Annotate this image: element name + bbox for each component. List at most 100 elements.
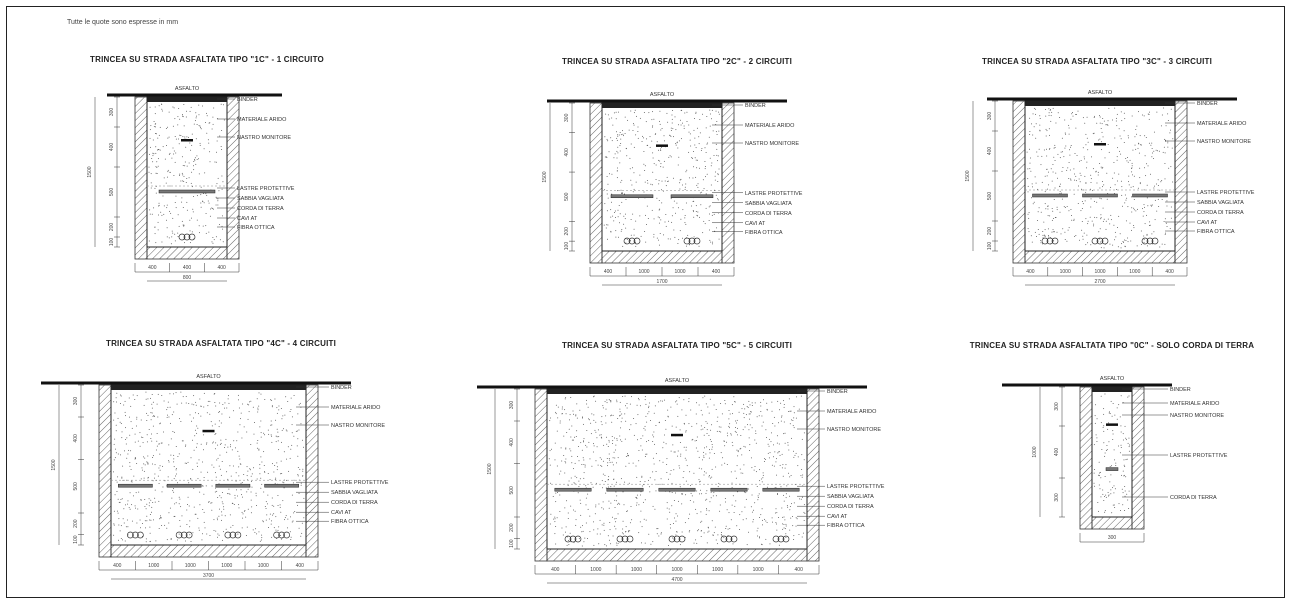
layer-label: MATERIALE ARIDO [745,123,795,129]
cable-circle [1101,237,1109,245]
total-width-label: 2700 [1094,279,1105,285]
layer-label: CAVI AT [331,510,352,516]
layer-label: LASTRE PROTETTIVE [237,186,295,192]
side-dim-label: 300 [509,401,515,410]
binder-layer [1025,101,1175,106]
total-depth-label: 1500 [542,171,548,182]
layer-label: NASTRO MONITORE [1197,139,1251,145]
protective-slab [762,487,800,492]
side-dim-label: 400 [73,434,79,443]
asphalt-label: ASFALTO [1100,376,1125,382]
layer-label: NASTRO MONITORE [745,141,799,147]
side-dim-label: 500 [509,486,515,495]
cable-circle [137,531,144,539]
binder-layer [147,97,227,102]
layer-label: CORDA DI TERRA [1197,210,1244,216]
cable-circle [668,535,676,543]
drawing-sheet: Tutte le quote sono espresse in mm TRINC… [6,6,1285,598]
cable-circle [569,535,577,543]
bottom-dim-label: 1000 [631,567,642,573]
bottom-dim-label: 1000 [221,563,232,569]
left-wall-hatch [534,388,548,562]
side-dim-label: 200 [987,227,993,236]
fill-speckles [548,395,806,547]
cable-circle [178,233,186,241]
cable-circle [185,531,193,539]
panel-title: TRINCEA SU STRADA ASFALTATA TIPO "1C" - … [90,55,324,64]
trench-body [146,96,228,248]
side-dim-label: 200 [564,227,570,236]
side-dim-label: 300 [73,397,79,406]
panel-title: TRINCEA SU STRADA ASFALTATA TIPO "0C" - … [969,341,1255,350]
binder-layer [111,385,306,390]
cable-circle [1141,237,1149,245]
layer-label: SABBIA VAGLIATA [237,196,284,202]
cable-circle [1051,237,1059,245]
side-dim-label: 400 [1054,448,1060,457]
cable-circle [175,531,183,539]
layer-label: BINDER [1197,101,1218,107]
protective-slab [1032,193,1068,198]
panel-3c: TRINCEA SU STRADA ASFALTATA TIPO "3C" - … [907,57,1287,317]
protective-slab [1082,193,1118,198]
cable-circle [688,237,696,245]
bottom-dim-label: 1000 [185,563,196,569]
panel-0c: TRINCEA SU STRADA ASFALTATA TIPO "0C" - … [942,341,1282,603]
cable-circle [1091,237,1099,245]
bottom-dim-label: 400 [1165,269,1174,275]
side-dim-label: 400 [987,147,993,156]
cable-circle [273,531,280,539]
cable-circle [1146,237,1154,245]
panel-title: TRINCEA SU STRADA ASFALTATA TIPO "2C" - … [561,57,793,66]
cable-circle [628,237,636,245]
cable-circle [224,531,232,539]
cable-circle [1151,237,1159,245]
bottom-dim-label: 1000 [258,563,269,569]
cable-circle [564,535,572,543]
asphalt-label: ASFALTO [175,86,200,92]
units-note: Tutte le quote sono espresse in mm [67,19,179,26]
side-dim-label: 500 [564,192,570,201]
bottom-hatch [110,544,307,558]
layer-label: NASTRO MONITORE [827,427,881,433]
layer-label: CAVI AT [1197,220,1218,226]
bottom-dim-label: 400 [217,265,226,271]
asphalt-label: ASFALTO [196,374,221,380]
warning-tape [181,139,193,142]
protective-slab [710,487,748,492]
bottom-dim-label: 400 [551,567,560,573]
trench-body [601,102,723,252]
protective-slab [215,483,251,488]
bottom-dim-label: 1000 [148,563,159,569]
total-width-label: 4700 [671,577,682,583]
cable-circle [633,237,641,245]
right-wall-hatch [305,384,319,558]
right-wall-hatch [1131,386,1145,530]
total-depth-label: 1500 [487,463,493,474]
side-dim-label: 300 [987,112,993,121]
total-depth-label: 1000 [1032,446,1038,457]
layer-label: CAVI AT [745,221,766,227]
bottom-dim-label: 400 [795,567,804,573]
layer-label: LASTRE PROTETTIVE [1197,190,1255,196]
bottom-dim-label: 400 [183,265,192,271]
side-dim-label: 500 [987,192,993,201]
layer-label: SABBIA VAGLIATA [1197,200,1244,206]
cable-circle [725,535,733,543]
bottom-dim-label: 400 [604,269,613,275]
fill-speckles [1026,107,1174,249]
layer-label: SABBIA VAGLIATA [745,201,792,207]
warning-tape [1106,423,1118,426]
bottom-hatch [1091,516,1133,530]
layer-label: MATERIALE ARIDO [237,117,287,123]
layer-label: LASTRE PROTETTIVE [331,480,389,486]
side-dim-label: 400 [509,438,515,447]
total-width-label: 800 [183,275,192,281]
asphalt-label: ASFALTO [665,378,690,384]
bottom-dim-label: 400 [113,563,122,569]
protective-slab [670,194,714,199]
side-dim-label: 200 [109,223,115,232]
side-dim-label: 500 [109,188,115,197]
bottom-dim-label: 1000 [1129,269,1140,275]
